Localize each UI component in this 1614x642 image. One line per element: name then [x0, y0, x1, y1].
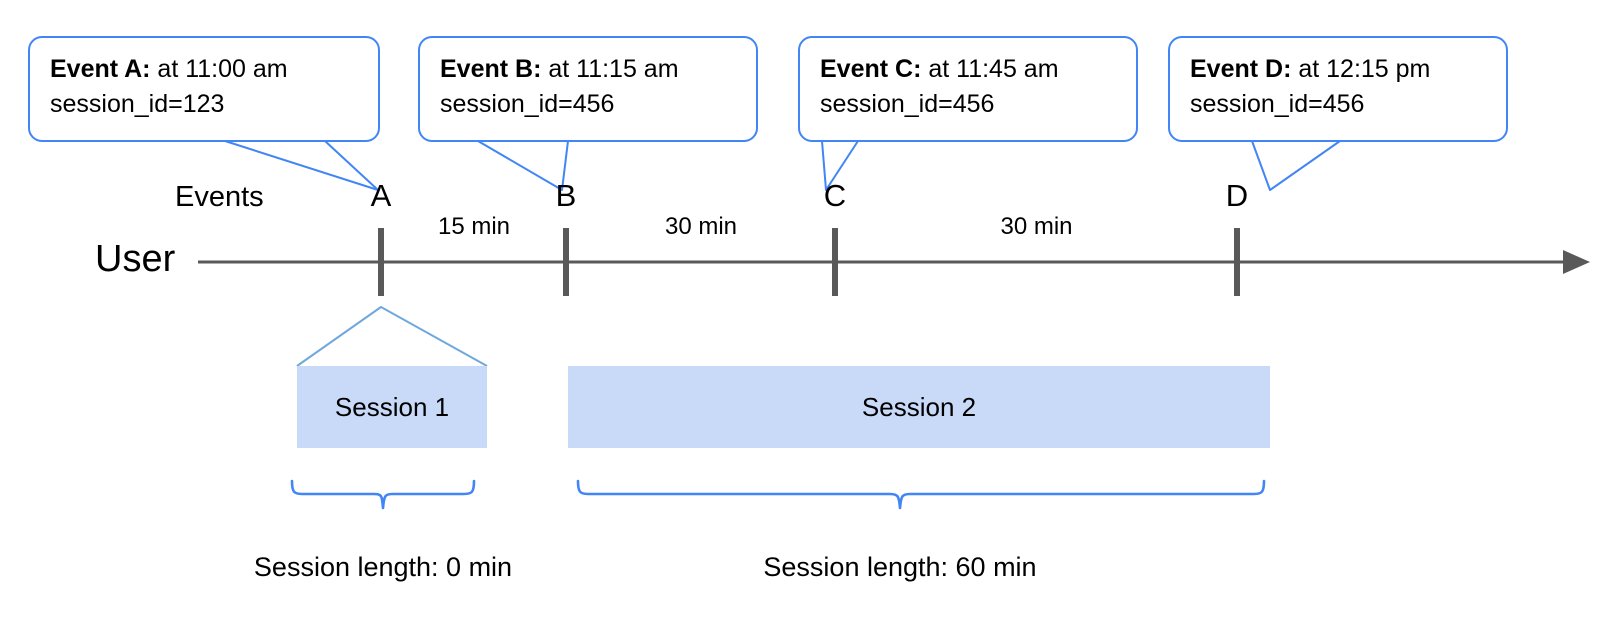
callout-event-b: Event B: at 11:15 am session_id=456 — [418, 36, 758, 142]
session-bar-2-label: Session 2 — [861, 391, 977, 422]
callout-d-rest: at 12:15 pm — [1291, 55, 1431, 83]
callout-c-rest: at 11:45 am — [921, 55, 1059, 83]
session1-brace — [290, 479, 476, 510]
session-bar-1-label: Session 1 — [334, 391, 450, 422]
gap-label-c-d: 30 min — [1000, 213, 1073, 240]
callout-c-line2: session_id=456 — [820, 89, 995, 118]
user-row-label: User — [95, 238, 176, 280]
callout-b-line2: session_id=456 — [440, 89, 615, 118]
callout-event-a: Event A: at 11:00 am session_id=123 — [28, 36, 380, 142]
gap-label-a-b: 15 min — [437, 213, 511, 240]
event-letter-d: D — [1225, 178, 1249, 213]
event-letter-b: B — [555, 178, 577, 213]
event-letter-c: C — [823, 178, 847, 213]
session1-connector — [296, 306, 488, 367]
callout-b-bold: Event B: — [440, 55, 542, 83]
session-2-length-label: Session length: 60 min — [763, 552, 1037, 582]
callout-d-line2: session_id=456 — [1190, 89, 1365, 118]
callout-a-line2: session_id=123 — [50, 89, 225, 118]
callout-event-d: Event D: at 12:15 pm session_id=456 — [1168, 36, 1508, 142]
session-1-length-label: Session length: 0 min — [253, 552, 513, 582]
callout-a-bold: Event A: — [50, 55, 151, 83]
session-bar-2: Session 2 — [568, 366, 1270, 448]
event-letter-a: A — [370, 178, 392, 213]
callout-a-line1: Event A: at 11:00 am — [50, 52, 360, 87]
session2-brace — [576, 479, 1266, 510]
callout-c-line1: Event C: at 11:45 am — [820, 52, 1118, 87]
callout-event-c: Event C: at 11:45 am session_id=456 — [798, 36, 1138, 142]
callout-d-bold: Event D: — [1190, 55, 1292, 83]
gap-label-b-c: 30 min — [664, 213, 738, 240]
events-row-label: Events — [175, 181, 264, 213]
callout-b-rest: at 11:15 am — [541, 55, 679, 83]
callout-c-bold: Event C: — [820, 55, 922, 83]
callout-tail-d — [1251, 140, 1341, 191]
session-bar-1: Session 1 — [297, 366, 487, 448]
callout-d-line1: Event D: at 12:15 pm — [1190, 52, 1488, 87]
callout-b-line1: Event B: at 11:15 am — [440, 52, 738, 87]
callout-a-rest: at 11:00 am — [150, 55, 288, 83]
